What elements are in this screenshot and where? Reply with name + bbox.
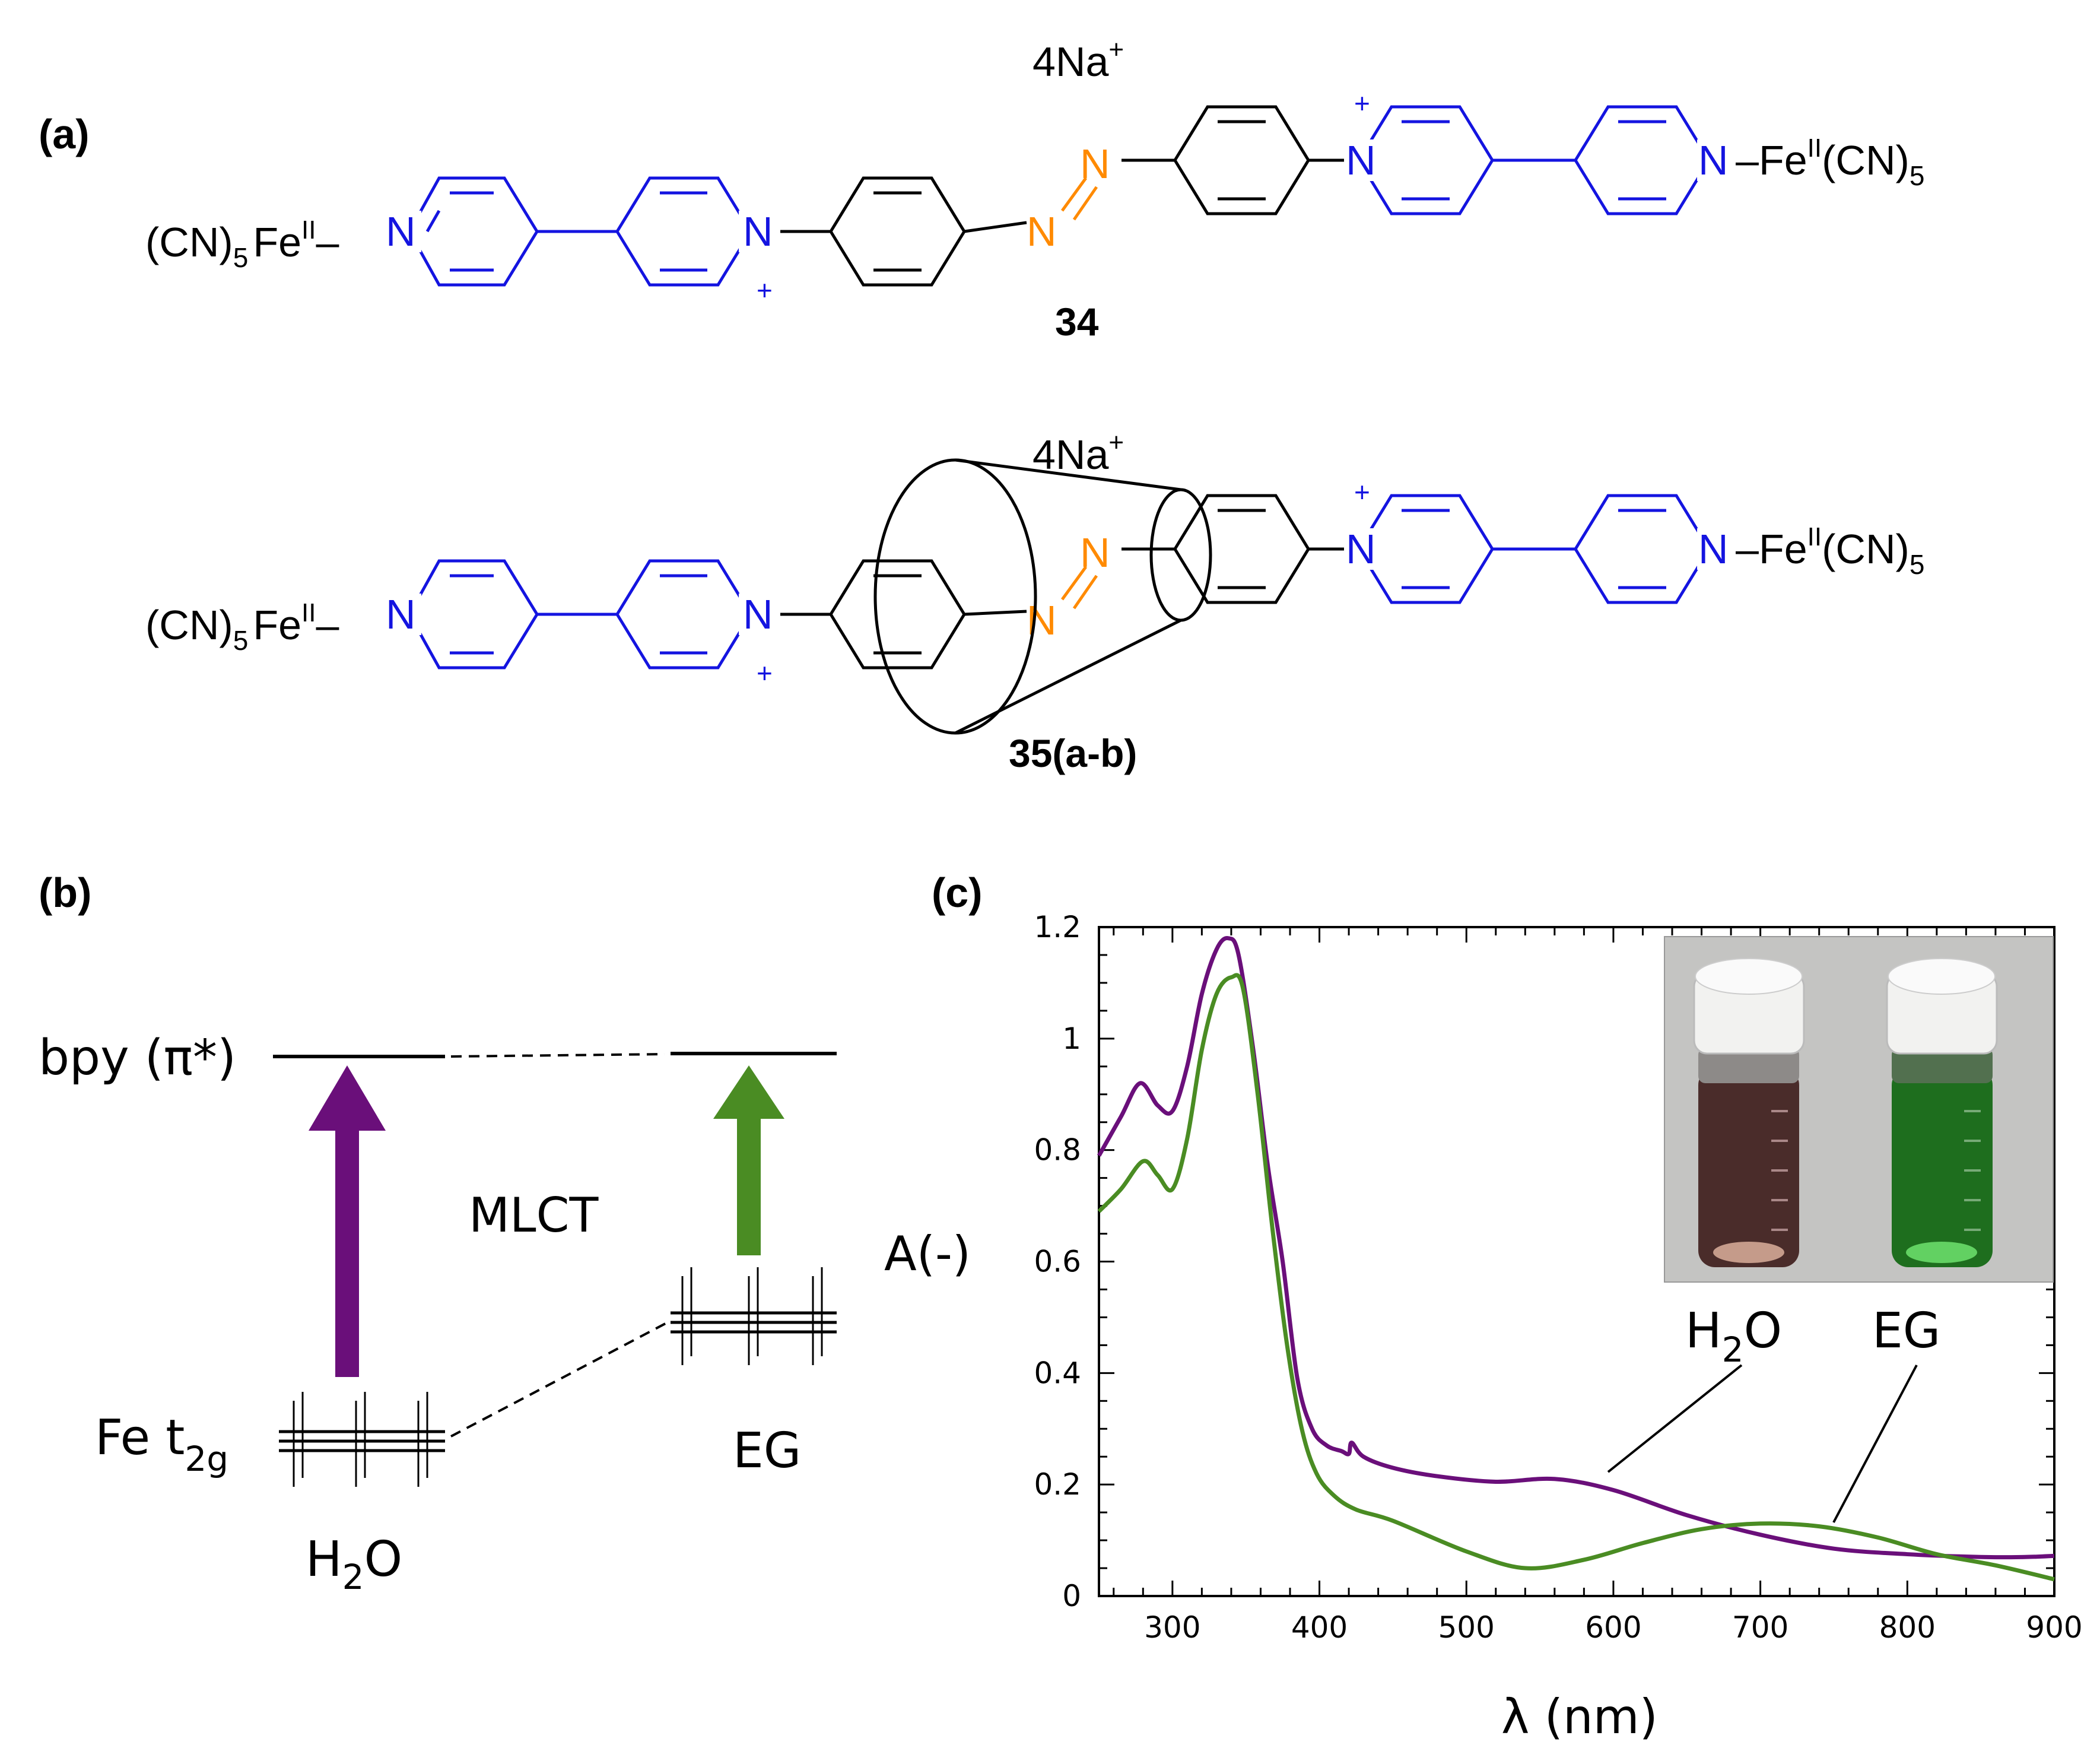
x-tick-labels: 300 400 500 600 700 800 900: [1144, 1610, 2083, 1645]
vial-water: [1693, 958, 1805, 1267]
h2o-label: H2O: [306, 1531, 402, 1597]
x-tick-label: 400: [1291, 1610, 1348, 1645]
panel-c-label: (c): [932, 870, 983, 916]
n-plus-left-34: N: [743, 208, 773, 255]
right-fe-cn5-34: –FeII(CN)5: [1736, 134, 1924, 191]
electron-spins-h2o: [293, 1392, 428, 1487]
n-plus-right-34: N: [1346, 137, 1376, 183]
y-tick-label: 1.2: [1034, 910, 1081, 944]
pyridine-ring-1-35: [408, 559, 539, 670]
n-plus-left-35: N: [743, 591, 773, 637]
x-tick-label: 800: [1879, 1610, 1936, 1645]
y-axis-label: A(-): [884, 1226, 971, 1281]
plus-right-35: +: [1354, 477, 1370, 507]
pyridine-ring-4-34: [1574, 105, 1711, 215]
vial-eg: [1886, 958, 1998, 1267]
bpy-label: bpy (π*): [39, 1030, 236, 1086]
t2g-levels-h2o: [279, 1430, 445, 1452]
t2g-levels-eg: [671, 1311, 837, 1334]
compound-label-35: 35(a-b): [1009, 731, 1137, 775]
y-tick-label: 0.6: [1034, 1245, 1081, 1279]
leader-line-eg: [1832, 1365, 1918, 1523]
leader-line-h2o: [1607, 1364, 1743, 1473]
azo-n1-34: N: [1027, 208, 1057, 255]
eg-label-b: EG: [733, 1423, 801, 1479]
energy-diagram: bpy (π*) MLCT Fe t2g H2O: [39, 1030, 837, 1597]
x-axis-label: λ (nm): [1501, 1689, 1658, 1744]
plus-left-34: +: [757, 275, 773, 306]
x-tick-label: 300: [1144, 1610, 1200, 1645]
y-tick-label: 0.8: [1034, 1133, 1081, 1167]
benzene-ring-2-35: [1173, 494, 1310, 604]
compound-label-34: 34: [1055, 300, 1099, 344]
pyridinium-ring-2-34: [615, 176, 752, 287]
mlct-arrow-h2o: [309, 1065, 386, 1377]
counterion-34: 4Na+: [1032, 35, 1124, 85]
mlct-arrow-eg: [713, 1065, 784, 1255]
absorbance-plot: 300 400 500 600 700 800 900 0 0.2 0.4 0.6 0.8 1 1.2: [1034, 910, 2082, 1645]
plus-left-35: +: [757, 658, 773, 689]
annotation-eg: EG: [1872, 1303, 1940, 1359]
pyridine-ring-4-35: [1574, 494, 1711, 604]
azo-n2-34: N: [1080, 141, 1110, 187]
benzene-ring-2-34: [1173, 105, 1310, 215]
pyridinium-ring-2-35: [615, 559, 752, 670]
n-left-34: N: [386, 208, 416, 255]
y-tick-labels: 0 0.2 0.4 0.6 0.8 1 1.2: [1034, 910, 1081, 1613]
x-tick-label: 500: [1438, 1610, 1495, 1645]
panel-b-label: (b): [39, 870, 91, 916]
pyridine-ring-1-34: [408, 176, 539, 287]
y-tick-label: 0: [1062, 1579, 1081, 1613]
inset-vial-photo: [1664, 936, 2054, 1283]
x-tick-label: 700: [1732, 1610, 1788, 1645]
y-tick-label: 0.2: [1034, 1467, 1081, 1502]
azo-n2-35: N: [1080, 529, 1110, 576]
x-tick-label: 600: [1585, 1610, 1641, 1645]
electron-spins-eg: [681, 1267, 823, 1365]
y-tick-label: 0.4: [1034, 1356, 1081, 1390]
right-fe-cn5-35: –FeII(CN)5: [1736, 522, 1924, 580]
benzene-ring-1-35: [829, 559, 966, 670]
panel-a-label: (a): [39, 111, 90, 157]
x-tick-label: 900: [2026, 1610, 2082, 1645]
minor-ticks: [1099, 927, 2055, 1596]
n-plus-right-35: N: [1346, 526, 1376, 572]
y-tick-label: 1: [1062, 1021, 1081, 1056]
plus-right-34: +: [1354, 88, 1370, 119]
counterion-35: 4Na+: [1032, 428, 1124, 478]
benzene-ring-1-34: [829, 176, 966, 287]
series-line-eg: [1097, 973, 2055, 1582]
n-right-35: N: [1698, 526, 1729, 572]
series-lines: [1097, 936, 2055, 1582]
cyclodextrin-cone: [873, 458, 1212, 735]
n-right-34: N: [1698, 137, 1729, 183]
fe-t2g-label: Fe t2g: [95, 1410, 228, 1479]
mlct-label: MLCT: [469, 1188, 599, 1243]
annotation-h2o: H2O: [1685, 1303, 1782, 1370]
n-left-35: N: [386, 591, 416, 637]
series-line-h2o: [1097, 936, 2055, 1560]
